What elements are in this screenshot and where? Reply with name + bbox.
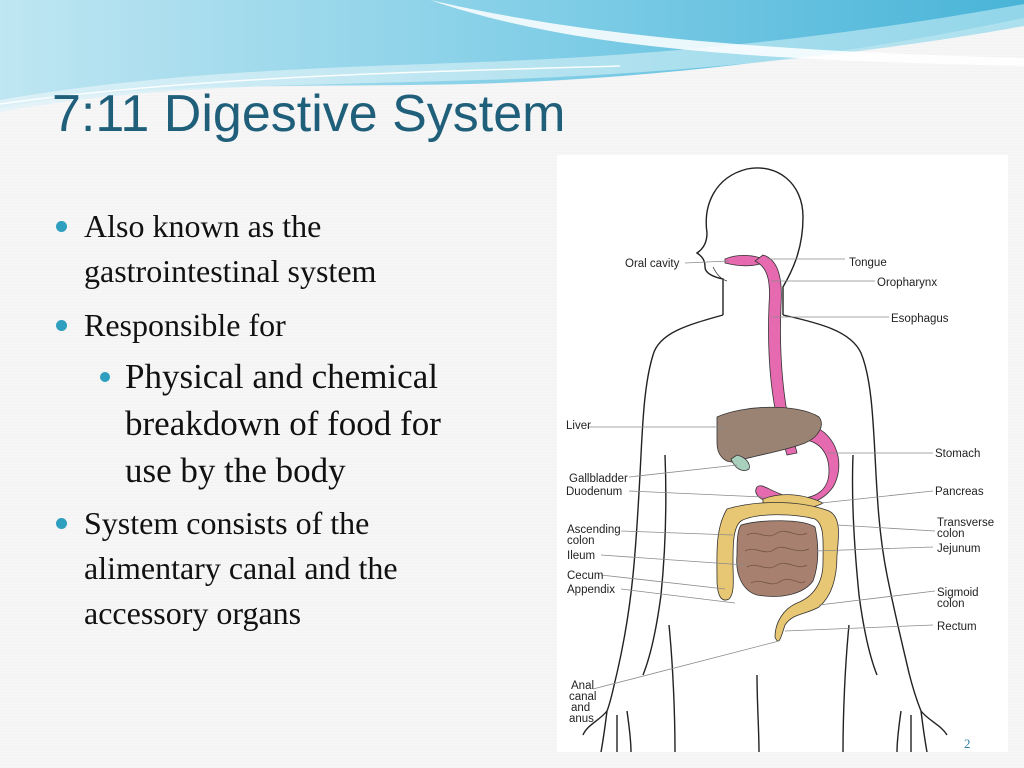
- label-appendix: Appendix: [567, 584, 615, 596]
- bullet-dot-icon: [56, 518, 67, 529]
- label-gallbladder: Gallbladder: [569, 473, 628, 485]
- digestive-system-diagram: Oral cavity Tongue Oropharynx Esophagus …: [557, 155, 1008, 752]
- label-ascending-colon-line1: Ascending: [567, 524, 621, 536]
- small-intestine-shape: [736, 520, 819, 597]
- esophagus-shape: [754, 254, 798, 456]
- label-tongue: Tongue: [849, 257, 887, 269]
- gallbladder-shape: [730, 454, 750, 471]
- body-outline: [582, 167, 948, 752]
- liver-shape: [716, 406, 822, 463]
- label-liver: Liver: [566, 420, 591, 432]
- slide-title: 7:11 Digestive System: [52, 85, 566, 143]
- slide-number: 2: [964, 736, 971, 751]
- label-transverse-colon-line2: colon: [937, 528, 965, 540]
- label-transverse-colon-line1: Transverse: [937, 517, 994, 529]
- label-anal-line2: canal: [569, 691, 597, 703]
- label-sigmoid-colon-line2: colon: [937, 598, 965, 610]
- label-pancreas: Pancreas: [935, 486, 984, 498]
- sub-bullet-text: Physical and chemical breakdown of food …: [125, 357, 441, 490]
- label-esophagus: Esophagus: [891, 313, 949, 325]
- label-oropharynx: Oropharynx: [877, 277, 937, 289]
- bullet-text: Responsible for: [84, 307, 286, 343]
- label-ascending-colon-line2: colon: [567, 535, 595, 547]
- label-anal-line3: and: [571, 702, 590, 714]
- bullet-item: System consists of the alimentary canal …: [54, 501, 474, 636]
- large-intestine-shape: [716, 502, 839, 642]
- label-cecum: Cecum: [567, 570, 603, 582]
- label-anal-line1: Anal: [571, 680, 594, 692]
- bullet-dot-icon: [100, 372, 110, 382]
- bullet-text: Also known as the gastrointestinal syste…: [84, 208, 377, 289]
- bullet-item: Also known as the gastrointestinal syste…: [54, 204, 474, 294]
- label-oral-cavity: Oral cavity: [625, 258, 680, 270]
- stomach-shape: [755, 423, 840, 506]
- bullet-dot-icon: [56, 221, 67, 232]
- bullet-list: Also known as the gastrointestinal syste…: [54, 204, 474, 636]
- bullet-item: Responsible for: [54, 303, 474, 348]
- label-ileum: Ileum: [567, 550, 595, 562]
- label-leader-lines: [587, 258, 936, 690]
- label-duodenum: Duodenum: [566, 486, 622, 498]
- label-rectum: Rectum: [937, 621, 977, 633]
- diagram-labels: Oral cavity Tongue Oropharynx Esophagus …: [566, 257, 994, 725]
- header-wave-decoration: [0, 0, 1024, 112]
- label-anal-line4: anus: [569, 713, 594, 725]
- sub-bullet-item: Physical and chemical breakdown of food …: [96, 353, 474, 494]
- bullet-text: System consists of the alimentary canal …: [84, 505, 398, 631]
- label-jejunum: Jejunum: [937, 543, 980, 555]
- label-sigmoid-colon-line1: Sigmoid: [937, 587, 979, 599]
- bullet-dot-icon: [56, 320, 67, 331]
- label-stomach: Stomach: [935, 448, 980, 460]
